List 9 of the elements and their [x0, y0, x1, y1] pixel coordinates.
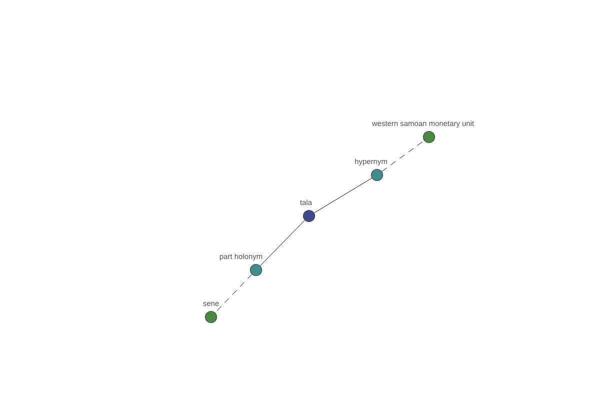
node-dot	[250, 264, 262, 276]
node-dot	[302, 210, 316, 222]
connector-line	[314, 178, 372, 214]
node-dot	[370, 168, 384, 182]
connector-line	[214, 274, 252, 313]
node-dot	[422, 130, 436, 144]
connector-line	[260, 220, 306, 266]
node-dot	[204, 310, 218, 324]
connector-line	[382, 140, 424, 172]
